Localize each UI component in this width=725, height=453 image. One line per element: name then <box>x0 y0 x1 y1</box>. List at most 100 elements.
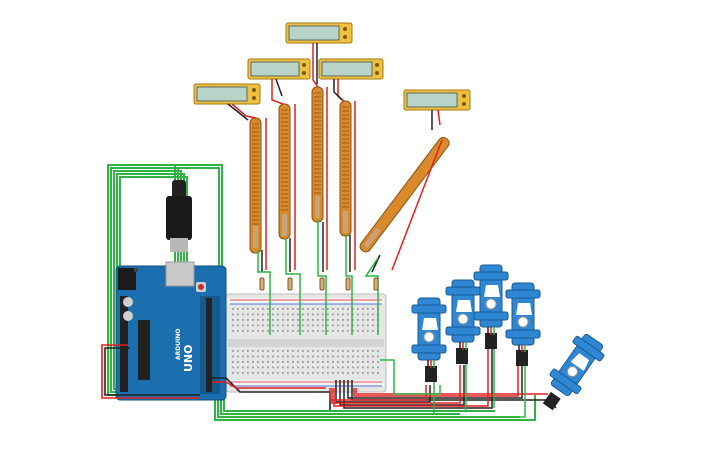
breadboard-hole <box>282 366 284 369</box>
breadboard-hole <box>262 313 264 316</box>
breadboard-hole <box>327 366 329 369</box>
breadboard-hole <box>312 366 314 369</box>
breadboard-hole <box>322 313 324 316</box>
breadboard-hole <box>262 361 264 363</box>
breadboard-hole <box>372 313 374 316</box>
breadboard-hole <box>292 361 294 363</box>
breadboard-hole <box>347 350 349 352</box>
breadboard-hole <box>267 361 269 363</box>
breadboard-hole <box>377 372 379 374</box>
breadboard-hole <box>282 330 284 332</box>
breadboard-hole <box>247 324 249 327</box>
breadboard-hole <box>327 319 329 321</box>
breadboard-hole <box>347 319 349 321</box>
breadboard <box>225 293 387 393</box>
breadboard-hole <box>377 350 379 352</box>
breadboard-hole <box>272 361 274 363</box>
breadboard-hole <box>317 372 319 374</box>
breadboard-hole <box>317 319 319 321</box>
breadboard-hole <box>292 355 294 358</box>
breadboard-hole <box>232 350 234 352</box>
breadboard-hole <box>337 308 339 310</box>
breadboard-hole <box>322 324 324 327</box>
breadboard-hole <box>377 361 379 363</box>
breadboard-hole <box>352 350 354 352</box>
servo-motor <box>542 333 605 411</box>
breadboard-hole <box>297 366 299 369</box>
breadboard-hole <box>347 366 349 369</box>
breadboard-hole <box>307 330 309 332</box>
breadboard-hole <box>287 355 289 358</box>
breadboard-hole <box>242 324 244 327</box>
breadboard-hole <box>232 361 234 363</box>
breadboard-hole <box>367 308 369 310</box>
breadboard-hole <box>242 313 244 316</box>
breadboard-hole <box>302 361 304 363</box>
breadboard-hole <box>312 308 314 310</box>
breadboard-hole <box>282 372 284 374</box>
flex-sensor <box>278 103 291 240</box>
breadboard-hole <box>307 361 309 363</box>
breadboard-hole <box>362 355 364 358</box>
breadboard-hole <box>342 361 344 363</box>
breadboard-hole <box>337 319 339 321</box>
breadboard-hole <box>367 330 369 332</box>
breadboard-hole <box>277 324 279 327</box>
breadboard-hole <box>367 324 369 327</box>
breadboard-hole <box>232 324 234 327</box>
breadboard-hole <box>362 313 364 316</box>
breadboard-hole <box>332 361 334 363</box>
breadboard-hole <box>247 319 249 321</box>
breadboard-hole <box>297 350 299 352</box>
breadboard-hole <box>237 308 239 310</box>
breadboard-hole <box>352 313 354 316</box>
breadboard-hole <box>302 308 304 310</box>
breadboard-hole <box>332 324 334 327</box>
breadboard-hole <box>342 319 344 321</box>
breadboard-hole <box>377 366 379 369</box>
breadboard-hole <box>247 361 249 363</box>
breadboard-hole <box>262 330 264 332</box>
breadboard-hole <box>302 350 304 352</box>
breadboard-hole <box>302 313 304 316</box>
lcd-displays <box>193 22 471 111</box>
breadboard-hole <box>287 319 289 321</box>
breadboard-hole <box>347 355 349 358</box>
breadboard-hole <box>252 330 254 332</box>
breadboard-hole <box>252 372 254 374</box>
breadboard-hole <box>342 330 344 332</box>
breadboard-hole <box>332 313 334 316</box>
breadboard-hole <box>347 361 349 363</box>
breadboard-hole <box>297 324 299 327</box>
servo-motor <box>473 264 509 349</box>
breadboard-hole <box>332 366 334 369</box>
breadboard-hole <box>257 319 259 321</box>
breadboard-hole <box>272 372 274 374</box>
breadboard-hole <box>252 313 254 316</box>
breadboard-hole <box>327 324 329 327</box>
breadboard-hole <box>332 350 334 352</box>
breadboard-hole <box>337 330 339 332</box>
breadboard-hole <box>337 366 339 369</box>
breadboard-hole <box>252 308 254 310</box>
breadboard-hole <box>292 330 294 332</box>
breadboard-hole <box>312 350 314 352</box>
breadboard-hole <box>277 372 279 374</box>
sensor-green-wires <box>257 220 379 335</box>
breadboard-hole <box>327 361 329 363</box>
breadboard-hole <box>302 372 304 374</box>
breadboard-hole <box>302 366 304 369</box>
breadboard-hole <box>247 355 249 358</box>
breadboard-hole <box>327 372 329 374</box>
breadboard-hole <box>242 361 244 363</box>
breadboard-hole <box>237 355 239 358</box>
breadboard-hole <box>342 313 344 316</box>
breadboard-hole <box>337 324 339 327</box>
breadboard-hole <box>322 355 324 358</box>
breadboard-hole <box>307 308 309 310</box>
breadboard-hole <box>232 313 234 316</box>
breadboard-hole <box>262 355 264 358</box>
breadboard-hole <box>337 355 339 358</box>
breadboard-hole <box>317 313 319 316</box>
